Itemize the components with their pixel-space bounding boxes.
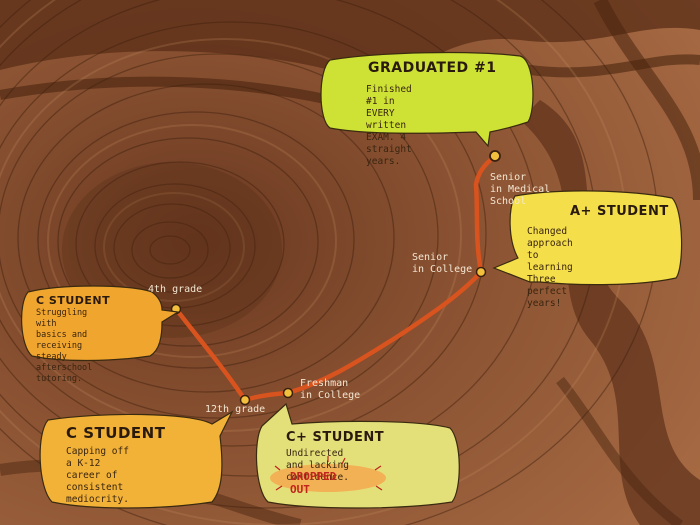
milestone-dot-grade12 (239, 394, 251, 406)
bubble-c-12th-shape (39, 410, 234, 509)
dropped-out-badge: DROPPED OUT (290, 470, 337, 496)
milestone-label-senior-med: Senior in Medical School (490, 172, 551, 207)
bubble-c-12th-body: Capping off a K-12 career of consistent … (66, 446, 129, 505)
dropped-out-glow (270, 464, 386, 492)
milestone-label-senior-college: Senior in College (412, 252, 473, 275)
milestone-label-grade4: 4th grade (148, 284, 203, 295)
bubble-c-4th-shape (21, 285, 180, 362)
bubble-c-plus-title: C+ STUDENT (286, 430, 385, 445)
milestone-label-freshman: Freshman in College (300, 378, 361, 401)
bubble-a-plus-shape (492, 190, 683, 286)
milestone-dot-freshman (282, 387, 294, 399)
bubble-c-12th-title: C STUDENT (66, 424, 166, 442)
bubble-c-plus-body: Undirected and lacking confidence. (286, 448, 349, 483)
milestone-label-grade12: 12th grade (205, 404, 266, 415)
bubble-graduated-body: Finished #1 in EVERY written EXAM. 4 str… (366, 84, 412, 167)
bubble-graduated-shape (320, 51, 534, 148)
bubble-graduated-title: GRADUATED #1 (368, 60, 497, 76)
bubble-a-plus-title: A+ STUDENT (570, 204, 669, 219)
bubble-c-4th-title: C STUDENT (36, 294, 111, 307)
milestone-dot-senior-med (489, 150, 501, 162)
dropped-out-sparks (274, 456, 383, 491)
bubble-a-plus-body: Changed approach to learning Three perfe… (527, 226, 573, 309)
milestone-dot-senior-college (475, 266, 487, 278)
bubble-c-4th-body: Struggling with basics and receiving ste… (36, 308, 93, 384)
